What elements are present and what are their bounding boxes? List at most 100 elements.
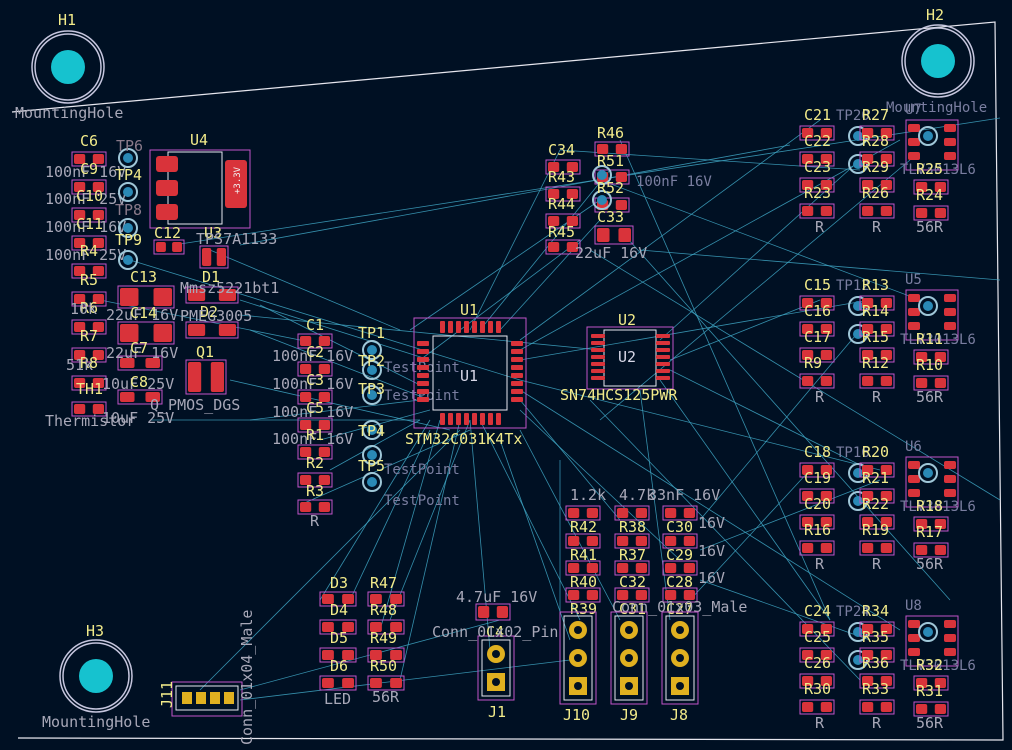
channel-resistor[interactable]	[913, 675, 949, 691]
channel-passive[interactable]	[799, 151, 835, 167]
r46-footprint[interactable]	[594, 141, 630, 157]
test-point[interactable]	[362, 360, 382, 380]
bottom-passive[interactable]	[565, 587, 601, 603]
test-point[interactable]	[362, 445, 382, 465]
channel-resistor[interactable]	[913, 516, 949, 532]
test-point[interactable]	[118, 148, 138, 168]
channel-resistor[interactable]	[913, 701, 949, 717]
channel-resistor[interactable]	[859, 295, 895, 311]
channel-resistor[interactable]	[859, 347, 895, 363]
led-footprint[interactable]	[319, 591, 357, 607]
footprint-u1[interactable]: U1 U1 STM32C031K4Tx	[405, 301, 527, 448]
mounting-hole-h3[interactable]: H3 MountingHole	[42, 622, 150, 731]
left-passive[interactable]	[71, 347, 107, 363]
test-point[interactable]	[918, 296, 938, 316]
center-passive[interactable]	[297, 472, 333, 488]
channel-passive[interactable]	[799, 125, 835, 141]
led-footprint[interactable]	[319, 619, 357, 635]
channel-resistor[interactable]	[913, 542, 949, 558]
test-point[interactable]	[592, 190, 612, 210]
test-point[interactable]	[592, 165, 612, 185]
channel-resistor[interactable]	[859, 462, 895, 478]
channel-passive[interactable]	[799, 514, 835, 530]
r45-footprint[interactable]	[545, 239, 581, 255]
led-resistor[interactable]	[367, 591, 405, 607]
d1-footprint[interactable]	[185, 286, 239, 304]
channel-passive[interactable]	[799, 203, 835, 219]
channel-resistor[interactable]	[859, 647, 895, 663]
mounting-hole-h2[interactable]: H2 MountingHole	[886, 6, 987, 116]
test-point[interactable]	[362, 472, 382, 492]
connector-j9[interactable]	[610, 611, 648, 705]
c8-footprint[interactable]	[117, 389, 163, 405]
channel-passive[interactable]	[799, 347, 835, 363]
channel-resistor[interactable]	[859, 514, 895, 530]
channel-passive[interactable]	[799, 321, 835, 337]
test-point[interactable]	[918, 622, 938, 642]
center-passive[interactable]	[297, 333, 333, 349]
left-passive[interactable]	[71, 319, 107, 335]
channel-resistor[interactable]	[913, 205, 949, 221]
left-passive[interactable]	[71, 207, 107, 223]
bottom-passive[interactable]	[565, 560, 601, 576]
bottom-passive[interactable]	[565, 505, 601, 521]
channel-passive[interactable]	[799, 373, 835, 389]
opto-footprint[interactable]	[905, 615, 959, 667]
connector-j8[interactable]	[661, 611, 699, 705]
test-point[interactable]	[118, 218, 138, 238]
q1-footprint[interactable]	[185, 359, 227, 395]
test-point[interactable]	[918, 126, 938, 146]
u3-footprint[interactable]	[199, 245, 229, 269]
bottom-passive[interactable]	[614, 560, 650, 576]
channel-passive[interactable]	[799, 699, 835, 715]
opto-footprint[interactable]	[905, 456, 959, 508]
led-resistor[interactable]	[367, 619, 405, 635]
bottom-passive[interactable]	[614, 505, 650, 521]
left-passive[interactable]	[71, 179, 107, 195]
channel-passive[interactable]	[799, 488, 835, 504]
left-passive[interactable]	[71, 235, 107, 251]
channel-resistor[interactable]	[859, 673, 895, 689]
r43-footprint[interactable]	[545, 186, 581, 202]
channel-resistor[interactable]	[859, 488, 895, 504]
center-passive[interactable]	[297, 499, 333, 515]
c33-footprint[interactable]	[594, 225, 634, 245]
channel-passive[interactable]	[799, 462, 835, 478]
channel-passive[interactable]	[799, 540, 835, 556]
channel-passive[interactable]	[799, 295, 835, 311]
c14-footprint[interactable]	[117, 321, 175, 345]
channel-resistor[interactable]	[913, 179, 949, 195]
channel-resistor[interactable]	[913, 349, 949, 365]
bottom-passive[interactable]	[614, 533, 650, 549]
bottom-passive[interactable]	[662, 533, 698, 549]
connector-j1[interactable]	[477, 635, 515, 701]
mounting-hole-h1[interactable]: H1 MountingHole	[15, 11, 123, 122]
channel-resistor[interactable]	[859, 699, 895, 715]
bottom-passive[interactable]	[614, 587, 650, 603]
center-passive[interactable]	[297, 444, 333, 460]
r44-footprint[interactable]	[545, 213, 581, 229]
test-point[interactable]	[918, 463, 938, 483]
c7-footprint[interactable]	[117, 355, 163, 371]
channel-resistor[interactable]	[859, 125, 895, 141]
c13-footprint[interactable]	[117, 285, 175, 309]
channel-resistor[interactable]	[859, 203, 895, 219]
channel-resistor[interactable]	[859, 540, 895, 556]
channel-passive[interactable]	[799, 177, 835, 193]
c34-footprint[interactable]	[545, 159, 581, 175]
led-resistor[interactable]	[367, 675, 405, 691]
left-passive[interactable]	[71, 401, 107, 417]
footprint-u2[interactable]: U2 U2 SN74HCS125PWR	[560, 311, 678, 404]
c4-footprint[interactable]	[475, 603, 511, 621]
footprint-u4[interactable]: U4 +3.3V	[149, 131, 251, 229]
test-point[interactable]	[362, 340, 382, 360]
test-point[interactable]	[118, 182, 138, 202]
channel-resistor[interactable]	[859, 321, 895, 337]
connector-j11[interactable]	[171, 681, 243, 717]
connector-j10[interactable]	[559, 611, 597, 705]
channel-resistor[interactable]	[859, 373, 895, 389]
bottom-passive[interactable]	[662, 505, 698, 521]
center-passive[interactable]	[297, 389, 333, 405]
center-passive[interactable]	[297, 417, 333, 433]
